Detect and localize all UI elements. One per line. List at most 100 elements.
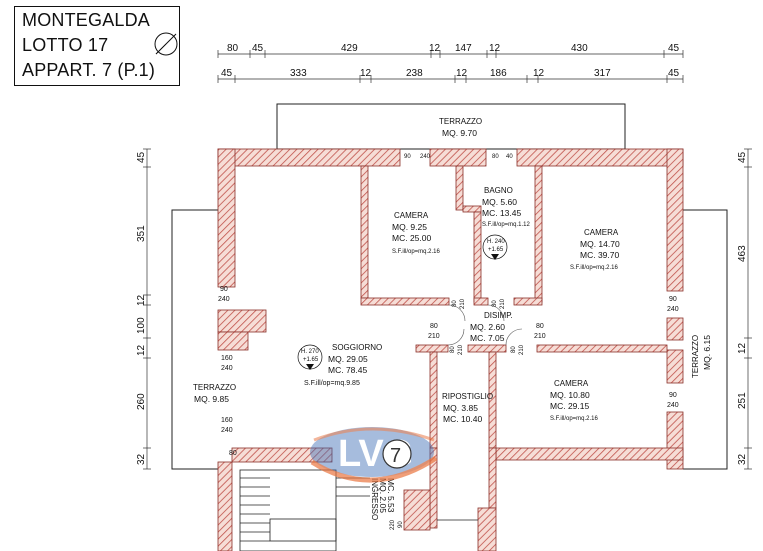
- opening-height: 220: [390, 519, 396, 530]
- dimension-row-top-2: 45 333 12 238 12 186 12 317 45: [221, 68, 680, 79]
- opening-height: 240: [221, 365, 233, 372]
- title-apartment: APPART. 7 (P.1): [22, 60, 156, 80]
- dim-label: 45: [136, 151, 147, 163]
- opening-height: 240: [667, 402, 679, 409]
- opening-width: 90: [404, 154, 411, 160]
- room-ripostiglio: RIPOSTIGLIO MQ. 3.85 MC. 10.40: [442, 392, 493, 424]
- dimension-ticks: [143, 50, 752, 470]
- room-area: MQ. 5.60: [482, 197, 517, 207]
- room-terrazzo-left: TERRAZZO MQ. 9.85: [193, 383, 236, 404]
- opening-height: 210: [519, 344, 525, 355]
- dim-label: 45: [668, 43, 680, 54]
- room-camera-3: CAMERA MQ. 10.80 MC. 29.15 S.F.ill/op=mq…: [550, 379, 599, 422]
- dim-label: 80: [227, 43, 239, 54]
- dim-label: 12: [456, 68, 468, 79]
- dim-label: 12: [737, 342, 748, 354]
- opening-width: 160: [221, 417, 233, 424]
- room-area: MQ. 14.70: [580, 239, 620, 249]
- opening-height: 240: [667, 306, 679, 313]
- room-name: CAMERA: [394, 211, 429, 220]
- room-name: TERRAZZO: [691, 335, 700, 378]
- apartment-number: 7: [390, 445, 401, 467]
- room-name: TERRAZZO: [193, 383, 236, 392]
- opening-width: 80: [450, 346, 456, 353]
- dim-label: 351: [136, 225, 147, 242]
- room-area: MQ. 9.85: [194, 394, 229, 404]
- dim-label: 260: [136, 393, 147, 410]
- room-volume: MC. 78.45: [328, 365, 367, 375]
- dim-label: 12: [360, 68, 372, 79]
- room-volume: MC. 5.53: [386, 478, 396, 513]
- dim-label: 45: [668, 68, 680, 79]
- opening-width: 90: [669, 392, 677, 399]
- staircase: [239, 469, 478, 551]
- dim-label: 333: [290, 68, 307, 79]
- dim-label: 12: [136, 344, 147, 356]
- opening-height: 240: [218, 296, 230, 303]
- title-project: MONTEGALDA: [22, 10, 151, 30]
- dim-label: 429: [341, 43, 358, 54]
- watermark-logo: LVG 7: [310, 427, 438, 483]
- opening-width: 80: [492, 300, 498, 307]
- room-soggiorno: SOGGIORNO MQ. 29.05 MC. 78.45 S.F.ill/op…: [304, 343, 382, 387]
- opening-height: 210: [534, 333, 546, 340]
- walls: [217, 148, 684, 551]
- room-area: MQ. 9.25: [392, 222, 427, 232]
- compass-icon: [154, 32, 178, 56]
- dim-label: 32: [737, 453, 748, 465]
- room-terrazzo-top: TERRAZZO MQ. 9.70: [439, 117, 482, 138]
- dim-label: 45: [221, 68, 233, 79]
- opening-width: 80: [536, 323, 544, 330]
- dim-label: 32: [136, 453, 147, 465]
- room-ingresso: INGRESSO MQ. 2.05 MC. 5.53: [370, 478, 396, 520]
- opening-width: 80: [229, 450, 237, 457]
- room-area: MQ. 10.80: [550, 390, 590, 400]
- room-volume: MC. 25.00: [392, 233, 431, 243]
- opening-height: 240: [221, 427, 233, 434]
- opening-height: 210: [458, 344, 464, 355]
- room-volume: MC. 39.70: [580, 250, 619, 260]
- room-name: CAMERA: [554, 379, 589, 388]
- opening-width: 90: [220, 286, 228, 293]
- dim-label: 317: [594, 68, 611, 79]
- room-area: MQ. 9.70: [442, 128, 477, 138]
- dim-label: 45: [252, 43, 264, 54]
- height-level: +1.65: [488, 247, 504, 253]
- dim-label: 12: [533, 68, 545, 79]
- opening-width: 80: [430, 323, 438, 330]
- room-area: MQ. 3.85: [443, 403, 478, 413]
- dim-label: 12: [136, 294, 147, 306]
- room-volume: MC. 10.40: [443, 414, 482, 424]
- opening-width: 90: [398, 521, 404, 528]
- arrow-down-icon: [491, 254, 499, 260]
- room-area: MQ. 2.60: [470, 322, 505, 332]
- room-name: INGRESSO: [370, 478, 379, 520]
- dim-label: 12: [489, 43, 501, 54]
- title-block: MONTEGALDA LOTTO 17 APPART. 7 (P.1): [14, 6, 180, 86]
- room-area: MQ. 6.15: [702, 335, 712, 370]
- dim-label: 100: [136, 317, 147, 334]
- room-disimpegno: DISIMP. MQ. 2.60 MC. 7.05: [470, 311, 513, 343]
- room-volume: MC. 29.15: [550, 401, 589, 411]
- door-swings: [447, 304, 523, 346]
- dim-label: 251: [737, 392, 748, 409]
- height-label: H. 240: [487, 239, 505, 245]
- room-window-ratio: S.F.ill/op=mq.9.85: [304, 380, 360, 387]
- opening-width: 160: [221, 355, 233, 362]
- dim-label: 238: [406, 68, 423, 79]
- room-volume: MC. 7.05: [470, 333, 505, 343]
- dim-label: 147: [455, 43, 472, 54]
- room-name: DISIMP.: [484, 311, 513, 320]
- room-window-ratio: S.F.ill/op=mq.2.16: [570, 265, 619, 271]
- opening-height: 210: [460, 298, 466, 309]
- room-window-ratio: S.F.ill/op=mq.2.16: [392, 249, 441, 255]
- height-marker-bagno: H. 240 +1.65: [482, 234, 508, 260]
- dim-label: 463: [737, 245, 748, 262]
- room-area: MQ. 29.05: [328, 354, 368, 364]
- opening-height: 40: [506, 154, 513, 160]
- room-volume: MC. 13.45: [482, 208, 521, 218]
- room-name: SOGGIORNO: [332, 343, 382, 352]
- dim-label: 430: [571, 43, 588, 54]
- title-lot: LOTTO 17: [22, 35, 109, 55]
